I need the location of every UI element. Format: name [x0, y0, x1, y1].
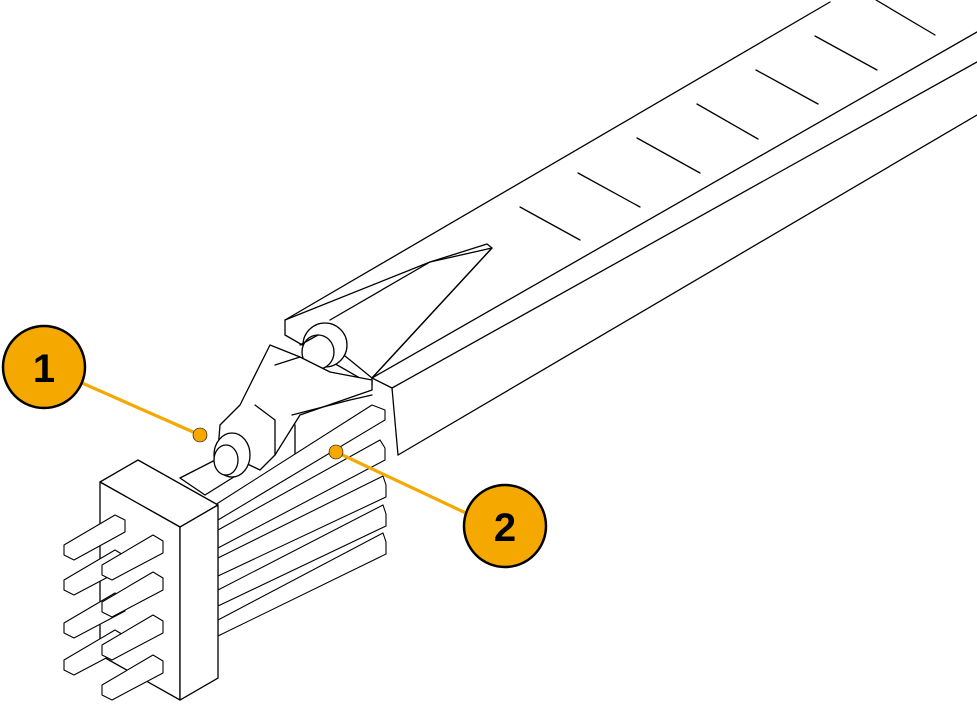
callout-1-label: 1: [33, 347, 55, 391]
callout-1: 1: [1, 324, 208, 443]
callout-2-leader: [334, 450, 470, 516]
probe-hatch-marks: [519, 35, 878, 241]
callout-2-label: 2: [494, 506, 516, 550]
callout-1-dot: [192, 427, 208, 443]
callout-1-leader: [80, 381, 202, 437]
pin-ribbon: [214, 404, 387, 637]
callout-2-badge: [462, 483, 548, 569]
pin-barrel: [179, 432, 251, 496]
header-pins: [63, 514, 164, 701]
callout-1-badge: [1, 324, 87, 410]
probe-tip-housing: [284, 243, 493, 386]
probe-cable-body: [284, 0, 977, 456]
callout-2-dot: [328, 444, 344, 460]
callout-2: 2: [328, 444, 548, 569]
connector-arm: [217, 344, 373, 471]
